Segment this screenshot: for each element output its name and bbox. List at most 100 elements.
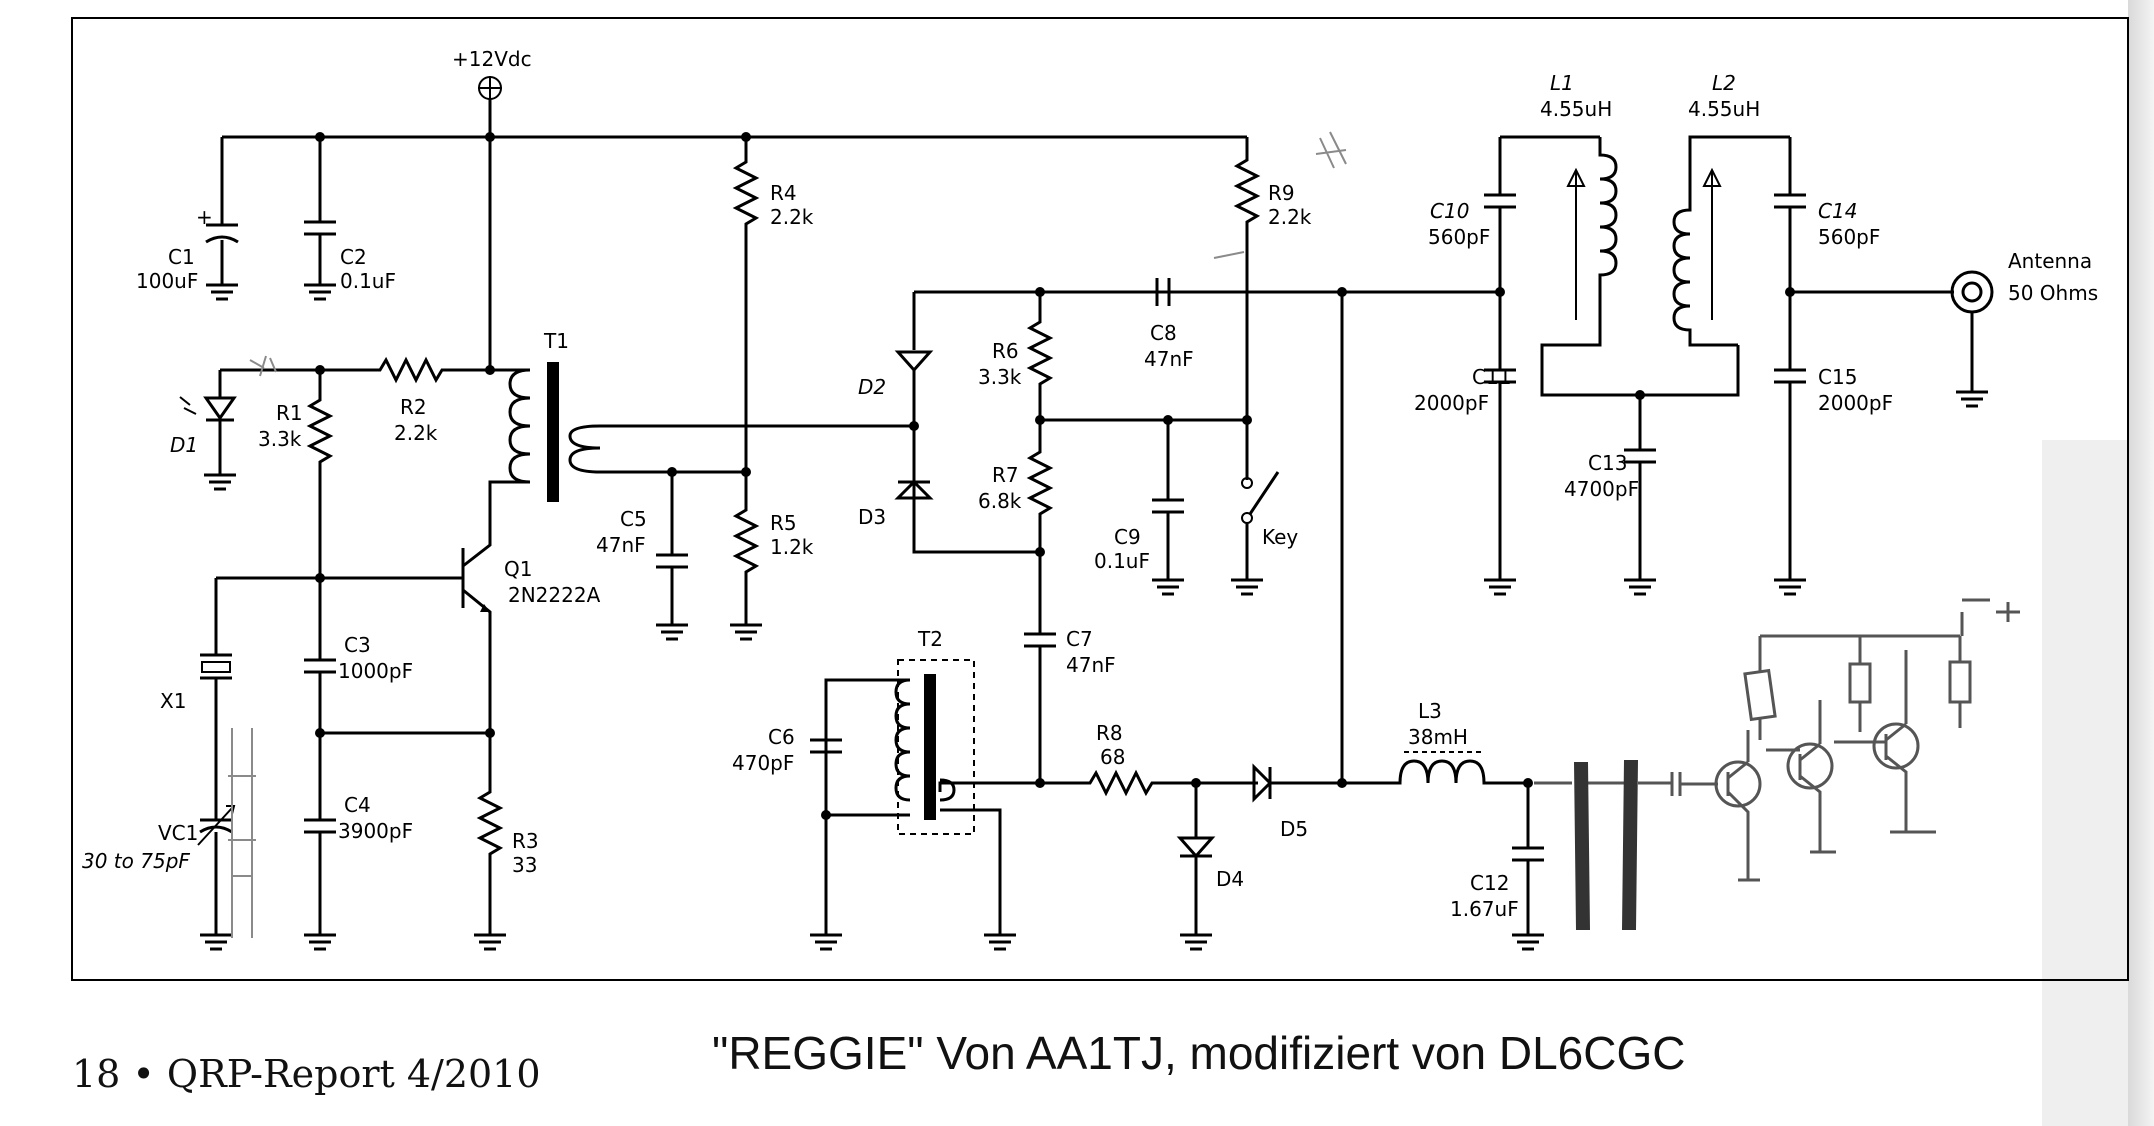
r7-resistor: R7 6.8k xyxy=(978,420,1054,552)
ground-symbol xyxy=(1512,933,1544,951)
svg-text:33: 33 xyxy=(512,853,537,877)
svg-text:R4: R4 xyxy=(770,181,797,205)
footer-page-number: 18 • QRP-Report 4/2010 xyxy=(72,1052,541,1096)
svg-text:D4: D4 xyxy=(1216,867,1244,891)
svg-text:C8: C8 xyxy=(1150,321,1177,345)
c6-capacitor: C6 470pF xyxy=(732,725,842,775)
d5-diode: D5 xyxy=(1252,763,1342,841)
r4-resistor: R4 2.2k xyxy=(732,137,814,480)
svg-text:D3: D3 xyxy=(858,505,886,529)
x1-crystal: X1 xyxy=(160,578,232,790)
ground-symbol xyxy=(1484,578,1516,596)
c5-capacitor: C5 47nF xyxy=(596,472,688,625)
svg-text:L3: L3 xyxy=(1418,699,1442,723)
svg-text:2000pF: 2000pF xyxy=(1818,391,1893,415)
ground-symbol xyxy=(1956,390,1988,408)
ground-symbol xyxy=(204,473,236,491)
ground-symbol xyxy=(304,283,336,301)
svg-text:3.3k: 3.3k xyxy=(258,427,302,451)
l3-inductor: L3 38mH xyxy=(1342,699,1528,785)
t2-transformer: T2 xyxy=(894,627,975,835)
svg-text:2000pF: 2000pF xyxy=(1414,391,1489,415)
svg-text:68: 68 xyxy=(1100,745,1125,769)
ground-symbol xyxy=(656,623,688,641)
svg-text:C13: C13 xyxy=(1588,451,1627,475)
svg-text:R6: R6 xyxy=(992,339,1019,363)
l1-inductor: L1 4.55uH xyxy=(1540,71,1740,397)
svg-text:T1: T1 xyxy=(543,329,569,353)
c15-capacitor: C15 2000pF xyxy=(1774,365,1893,580)
r1-resistor: R1 3.3k xyxy=(258,370,334,578)
svg-text:C10: C10 xyxy=(1430,199,1469,223)
key-switch: Key xyxy=(1241,420,1298,580)
ground-symbol xyxy=(1152,578,1184,596)
supply-label: +12Vdc xyxy=(452,47,532,71)
svg-text:47nF: 47nF xyxy=(596,533,646,557)
c2-capacitor: C2 0.1uF xyxy=(304,137,396,293)
ground-symbol xyxy=(206,283,238,301)
svg-text:30 to 75pF: 30 to 75pF xyxy=(82,849,190,873)
svg-text:C3: C3 xyxy=(344,633,371,657)
svg-text:2.2k: 2.2k xyxy=(394,421,438,445)
svg-text:1.2k: 1.2k xyxy=(770,535,814,559)
d4-diode: D4 xyxy=(1176,783,1244,935)
svg-text:4.55uH: 4.55uH xyxy=(1540,97,1612,121)
svg-text:R3: R3 xyxy=(512,829,539,853)
ground-symbol xyxy=(474,933,506,951)
svg-text:100uF: 100uF xyxy=(136,269,198,293)
svg-text:C14: C14 xyxy=(1818,199,1857,223)
svg-text:C15: C15 xyxy=(1818,365,1857,389)
svg-text:50 Ohms: 50 Ohms xyxy=(2008,281,2098,305)
svg-text:470pF: 470pF xyxy=(732,751,794,775)
scan-edge xyxy=(2128,0,2154,1126)
ground-symbol xyxy=(730,623,762,641)
c3-capacitor: C3 1000pF xyxy=(304,578,413,733)
ground-symbol xyxy=(304,933,336,951)
c1-capacitor: + C1 100uF xyxy=(136,137,239,293)
footer-caption: "REGGIE" Von AA1TJ, modifiziert von DL6C… xyxy=(712,1027,1686,1079)
svg-text:Key: Key xyxy=(1262,525,1298,549)
svg-text:C7: C7 xyxy=(1066,627,1093,651)
r6-resistor: R6 3.3k xyxy=(978,292,1054,420)
svg-text:0.1uF: 0.1uF xyxy=(1094,549,1150,573)
svg-text:4.55uH: 4.55uH xyxy=(1688,97,1760,121)
ground-symbol xyxy=(1774,578,1806,596)
svg-text:R7: R7 xyxy=(992,463,1019,487)
d2-diode: D2 xyxy=(858,340,934,426)
l2-inductor: L2 4.55uH xyxy=(1672,71,1790,347)
r2-resistor: R2 2.2k xyxy=(320,356,490,445)
t1-transformer: T1 xyxy=(488,329,746,502)
c14-capacitor: C14 560pF xyxy=(1774,137,1880,370)
svg-text:C5: C5 xyxy=(620,507,647,531)
svg-text:C1: C1 xyxy=(168,245,195,269)
svg-text:D5: D5 xyxy=(1280,817,1308,841)
vc1-variable-capacitor: VC1 30 to 75pF xyxy=(82,805,236,935)
svg-text:C4: C4 xyxy=(344,793,371,817)
svg-text:C11: C11 xyxy=(1472,365,1511,389)
svg-text:D1: D1 xyxy=(170,433,198,457)
svg-text:C6: C6 xyxy=(768,725,795,749)
ground-symbol xyxy=(1180,933,1212,951)
svg-text:R8: R8 xyxy=(1096,721,1123,745)
ground-symbol xyxy=(1231,578,1263,596)
svg-text:560pF: 560pF xyxy=(1428,225,1490,249)
c10-capacitor: C10 560pF xyxy=(1428,137,1516,370)
svg-text:1.67uF: 1.67uF xyxy=(1450,897,1519,921)
c9-capacitor: C9 0.1uF xyxy=(1094,420,1184,580)
svg-text:3900pF: 3900pF xyxy=(338,819,413,843)
svg-text:C9: C9 xyxy=(1114,525,1141,549)
ground-symbol xyxy=(984,933,1016,951)
r8-resistor: R8 68 xyxy=(1040,721,1258,797)
svg-text:Q1: Q1 xyxy=(504,557,532,581)
ground-symbols xyxy=(200,283,1988,951)
svg-text:R1: R1 xyxy=(276,401,303,425)
svg-text:D2: D2 xyxy=(858,375,886,399)
svg-text:1000pF: 1000pF xyxy=(338,659,413,683)
r9-resistor: R9 2.2k xyxy=(1233,137,1312,480)
svg-text:47nF: 47nF xyxy=(1144,347,1194,371)
c8-capacitor: C8 47nF xyxy=(1144,278,1194,371)
svg-text:C2: C2 xyxy=(340,245,367,269)
svg-text:4700pF: 4700pF xyxy=(1564,477,1639,501)
scan-strip xyxy=(2042,440,2128,1126)
c13-capacitor: C13 4700pF xyxy=(1564,395,1656,580)
